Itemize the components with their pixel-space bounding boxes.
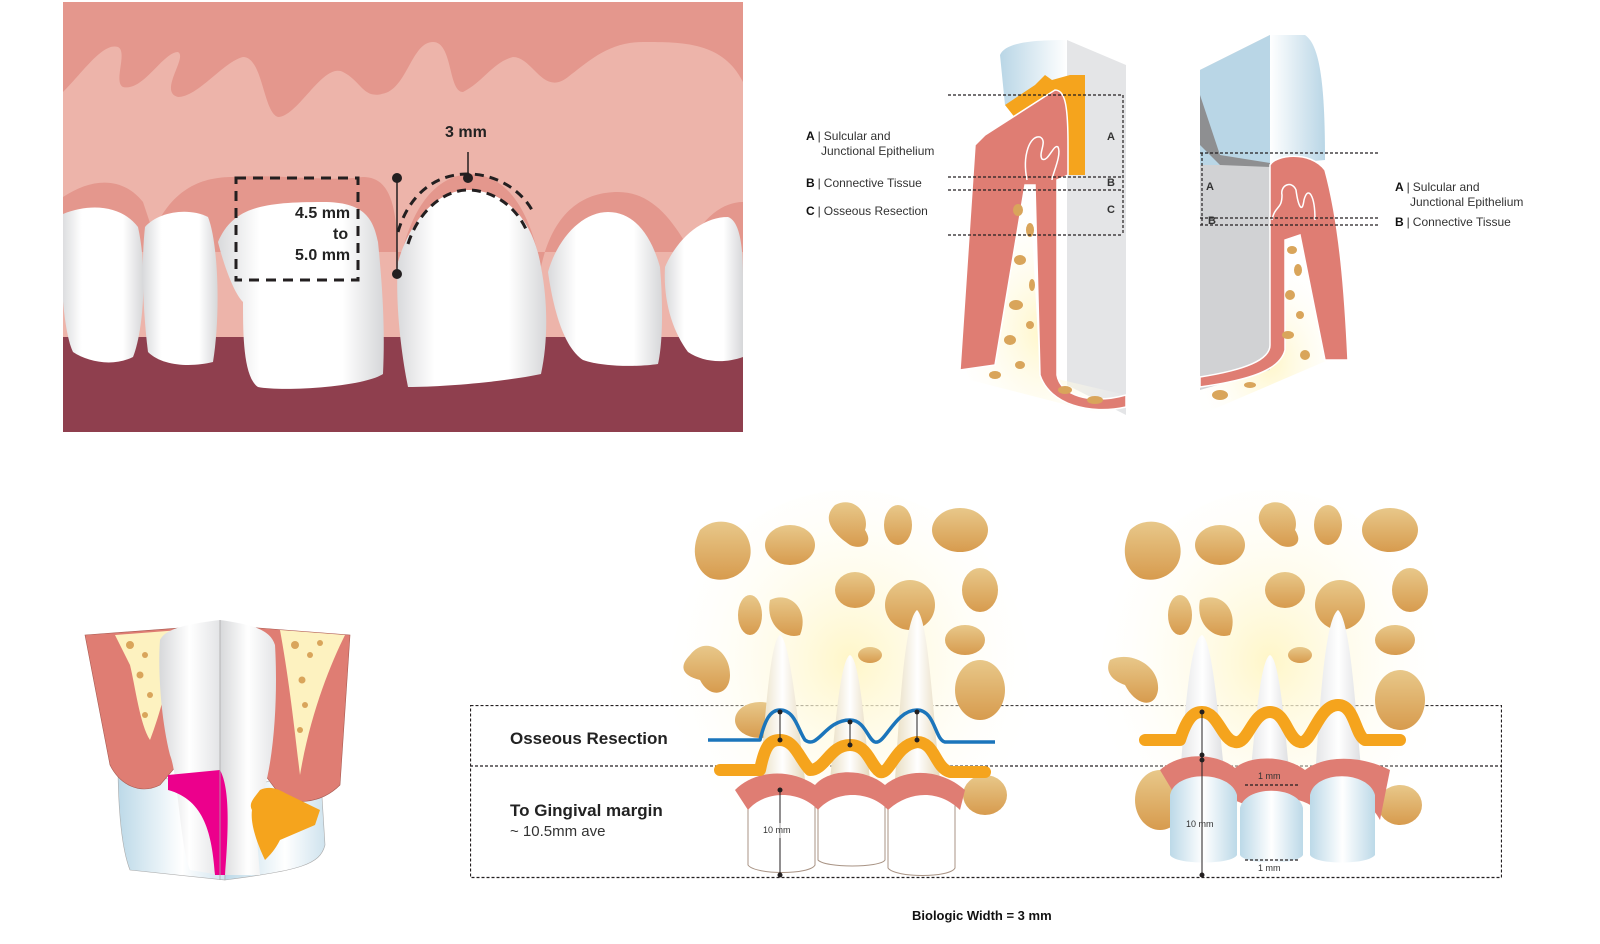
legend-left-a: A|Sulcular and Junctional Epithelium — [806, 129, 935, 158]
crown-front-right — [1270, 35, 1325, 165]
tooth-core-right — [220, 620, 276, 875]
gingiva-right-section — [1199, 155, 1349, 388]
tooth-lateral-left — [142, 211, 218, 365]
tooth-canine-right — [664, 217, 743, 362]
measure-dots-right — [1199, 709, 1205, 878]
biologic-width-caption: Biologic Width = 3 mm — [912, 908, 1052, 923]
crown-enamel — [1000, 40, 1067, 105]
right-gap-top-1mm: 1 mm — [1258, 771, 1281, 781]
height-measure-dot-bottom — [392, 269, 402, 279]
measure-3mm-label: 3 mm — [445, 124, 487, 141]
zone-label-a: A — [1107, 131, 1115, 143]
teeth-group-left: 10 mm — [670, 490, 1030, 882]
tooth-central-left — [218, 202, 384, 389]
legend-left-b-text: Connective Tissue — [823, 176, 922, 190]
legend-left-a-key: A — [806, 129, 815, 143]
legend-left-c-text: Osseous Resection — [823, 204, 928, 218]
zone-label-b-right: B — [1208, 215, 1216, 227]
legend-right-b-key: B — [1395, 215, 1404, 229]
legend-left-a-text1: Sulcular and — [823, 129, 891, 143]
tooth-central-right — [397, 190, 547, 387]
right-measure-10mm: 10 mm — [1186, 819, 1214, 829]
left-measure-10mm: 10 mm — [763, 823, 791, 838]
crowns-left-outline — [747, 789, 956, 876]
gap-dashes-right — [1245, 784, 1298, 861]
zone-dashed-lines-right — [1200, 152, 1380, 226]
measure-side-line2: to — [333, 226, 349, 243]
cross-section-left: A B C — [790, 35, 1150, 425]
three-d-cutaway-svg — [84, 620, 351, 881]
biologic-width-inner-arc — [406, 188, 530, 245]
bone-area-right — [1200, 235, 1340, 415]
measure-side-line1: 4.5 mm — [295, 205, 351, 222]
width-dashed-box — [234, 176, 360, 282]
teeth-group-right: 10 mm 1 mm 1 mm — [1100, 490, 1440, 882]
teeth-group-left-svg — [670, 490, 1030, 878]
bone-trabeculae-right — [1212, 246, 1310, 400]
three-d-cutaway — [80, 615, 360, 885]
measure-marks-left — [779, 712, 918, 875]
legend-right-a-key: A — [1395, 180, 1404, 194]
bone-block-right — [280, 630, 345, 775]
smile-gum-illustration: 3 mm 4.5 mm to 5.0 mm — [61, 2, 743, 432]
legend-right-b-text: Connective Tissue — [1412, 215, 1511, 229]
gray-restoration-right — [1200, 95, 1270, 167]
bone-block-trabeculae — [126, 640, 323, 733]
legend-right-a-text2: Junctional Epithelium — [1410, 195, 1524, 209]
row-gingival-margin-sublabel: ~ 10.5mm ave — [510, 823, 606, 840]
zone-label-a-right: A — [1206, 181, 1214, 193]
right-gap-bottom-1mm: 1 mm — [1258, 863, 1281, 873]
legend-left-c: C|Osseous Resection — [806, 204, 928, 218]
crown-side-right — [1200, 35, 1270, 165]
legend-left-b-key: B — [806, 176, 815, 190]
epithelium-squiggle — [1024, 136, 1060, 181]
magenta-restoration — [168, 770, 228, 875]
zone-dashed-lines — [948, 94, 1124, 236]
cross-section-right-svg — [1199, 35, 1380, 415]
bone-blobs-right — [1108, 502, 1428, 830]
tooth-lateral-right — [548, 212, 663, 366]
legend-left-a-text2: Junctional Epithelium — [821, 144, 935, 158]
bone-trabeculae — [989, 204, 1103, 404]
root-left-3 — [895, 610, 940, 780]
height-measure-dot-top — [392, 173, 402, 183]
legend-left-c-key: C — [806, 204, 815, 218]
tooth-lateral-left-outer — [61, 207, 144, 363]
cross-section-left-svg — [948, 40, 1127, 420]
legend-right-a-text1: Sulcular and — [1412, 180, 1480, 194]
orange-restoration — [250, 787, 320, 860]
legend-right-b: B|Connective Tissue — [1395, 215, 1511, 229]
top-measure-dot — [463, 173, 473, 183]
legend-left-b: B|Connective Tissue — [806, 176, 922, 190]
crowns-right — [1170, 776, 1375, 863]
row-osseous-resection-label: Osseous Resection — [510, 729, 668, 748]
epithelium-squiggle-right — [1271, 183, 1316, 221]
gingiva-scallop-left — [735, 772, 965, 810]
zone-label-b: B — [1107, 177, 1115, 189]
legend-right-a: A|Sulcular and Junctional Epithelium — [1395, 180, 1524, 209]
row-gingival-margin-label: To Gingival margin — [510, 801, 663, 820]
measure-dots-left — [777, 709, 920, 878]
measure-side-line3: 5.0 mm — [295, 247, 351, 264]
zone-label-c: C — [1107, 204, 1115, 216]
smile-gum-svg — [61, 2, 743, 432]
root-right-3 — [1315, 610, 1362, 780]
teeth-group-right-svg — [1100, 490, 1440, 878]
cross-section-right: A B — [1190, 25, 1390, 420]
